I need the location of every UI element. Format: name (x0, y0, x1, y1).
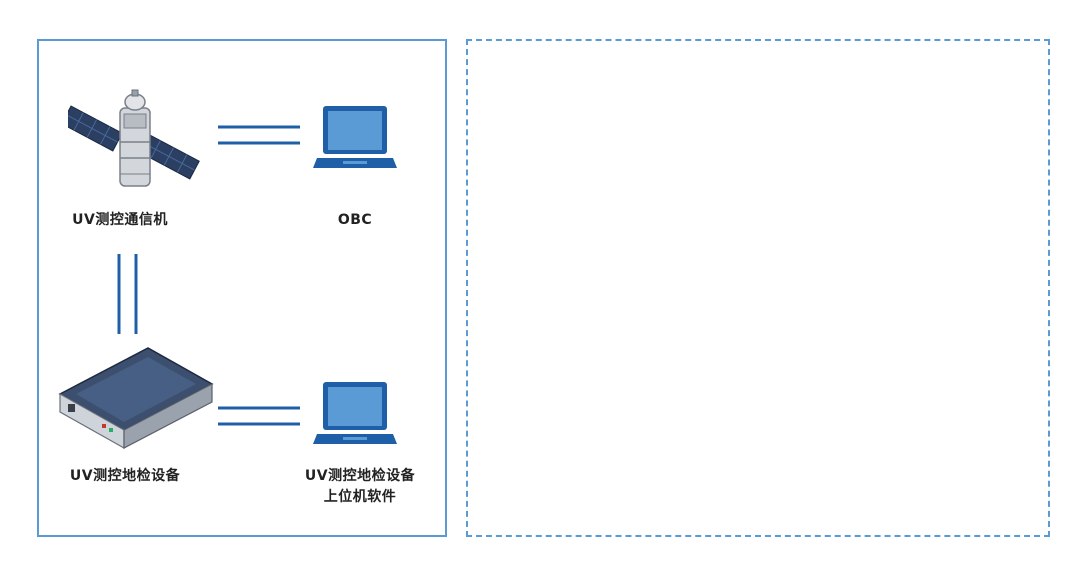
laptop-icon (313, 106, 397, 168)
laptop-icon (313, 382, 397, 444)
obc-label: OBC (337, 212, 373, 228)
satellite-label: UV测控通信机 (72, 212, 168, 228)
host-software-label-line1: UV测控地检设备 (304, 468, 416, 484)
left-panel (37, 39, 447, 537)
connector-satellite-obc (218, 125, 300, 145)
satellite-icon (68, 89, 200, 187)
ground-station-label: UV测控地检设备 (69, 468, 181, 484)
right-panel-placeholder (466, 39, 1050, 537)
ground-station-icon (58, 347, 214, 450)
connector-satellite-ground (117, 254, 138, 334)
host-software-label: UV测控地检设备 上位机软件 (275, 466, 445, 508)
host-software-label-line2: 上位机软件 (323, 489, 397, 505)
connector-ground-host (218, 406, 300, 426)
